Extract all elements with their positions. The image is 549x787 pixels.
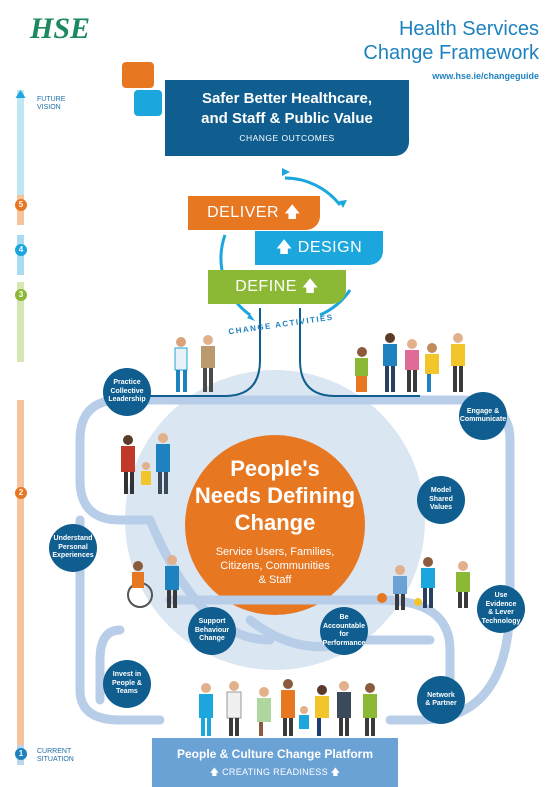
centre-subtitle: Service Users, Families, Citizens, Commu…: [195, 545, 355, 587]
design-banner[interactable]: 🡅 DESIGN: [255, 231, 383, 265]
timeline-future-label-line1: FUTURE: [37, 96, 66, 103]
brand-tile-orange: [122, 62, 154, 88]
centre-sub-line2: Citizens, Communities: [220, 560, 330, 572]
timeline-step-2: 2: [15, 487, 27, 499]
brand-tile-blue: [134, 90, 162, 116]
platform-subtitle-row: 🡅 CREATING READINESS 🡅: [152, 765, 398, 781]
node-text: People &: [112, 679, 142, 687]
timeline-step-4: 4: [15, 244, 27, 256]
node-text: Teams: [116, 688, 138, 696]
arrow-up-icon: 🡅: [330, 767, 341, 777]
timeline-future-bar: [17, 90, 24, 200]
timeline-future-label: FUTURE VISION: [37, 96, 65, 112]
node-text: Understand: [53, 535, 93, 543]
node-text: Personal: [58, 543, 88, 551]
people-group-top-left: [174, 335, 215, 392]
timeline-current-label: CURRENT SITUATION: [37, 748, 74, 764]
node-text: Shared: [429, 495, 453, 503]
design-label: DESIGN: [297, 239, 363, 256]
arrow-up-icon: 🡅: [209, 767, 220, 777]
connector-lines: [150, 308, 420, 397]
change-outcomes-box[interactable]: Safer Better Healthcare, and Staff & Pub…: [165, 80, 409, 156]
header-url-link[interactable]: www.hse.ie/changeguide: [432, 71, 539, 81]
people-group-active: [377, 557, 470, 610]
define-label: DEFINE: [235, 278, 297, 295]
header-title-line2: Change Framework: [363, 42, 539, 64]
timeline-people-bar: [17, 400, 24, 745]
arrow-head-icon: [339, 200, 347, 208]
timeline-current-label-line1: CURRENT: [37, 748, 72, 755]
people-group-bottom-staff: [199, 679, 377, 736]
people-group-top-right: [355, 333, 465, 392]
timeline-future-label-line2: VISION: [37, 104, 61, 111]
node-text: Experiences: [52, 552, 94, 560]
node-text: Behaviour: [194, 626, 230, 634]
node-network-partner[interactable]: Network& Partner: [417, 676, 465, 724]
node-text: Use: [494, 592, 508, 599]
people-culture-platform[interactable]: People & Culture Change Platform 🡅 CREAT…: [152, 738, 398, 787]
node-text: Model: [430, 487, 452, 495]
node-text: Be: [339, 614, 349, 621]
node-engage-communicate[interactable]: Engage &Communicate: [459, 392, 507, 440]
outcomes-title-line1: Safer Better Healthcare,: [201, 90, 373, 107]
node-text: Collective: [110, 387, 144, 395]
centre-title: People's Needs Defining Change: [185, 455, 365, 536]
timeline-define-bar: [17, 282, 24, 362]
node-text: Practice: [113, 379, 141, 387]
node-text: Change: [199, 635, 225, 643]
timeline-step-5: 5: [15, 199, 27, 211]
node-text: Values: [429, 504, 453, 512]
outcomes-title-line2: and Staff & Public Value: [201, 110, 373, 127]
timeline-arrow-icon: [15, 90, 26, 98]
deliver-label: DELIVER: [207, 204, 280, 221]
timeline-step-1: 1: [15, 748, 27, 760]
people-group-family: [121, 433, 170, 494]
node-text: for: [339, 631, 349, 638]
header-title-line1: Health Services: [398, 18, 539, 40]
people-group-wheelchair: [127, 555, 179, 608]
deliver-banner[interactable]: DELIVER 🡅: [188, 196, 320, 230]
centre-circle: [185, 435, 365, 615]
node-text: & Lever: [488, 609, 514, 616]
node-text: Performance: [322, 639, 366, 647]
node-text: Technology: [481, 617, 521, 625]
outcomes-subtitle: CHANGE OUTCOMES: [239, 133, 335, 143]
arrow-up-icon: 🡅: [275, 239, 293, 256]
arrow-up-icon: 🡅: [301, 278, 319, 295]
node-text: Leadership: [108, 396, 146, 404]
node-text: Invest in: [112, 671, 142, 679]
centre-sub-line1: Service Users, Families,: [215, 546, 335, 558]
define-banner[interactable]: DEFINE 🡅: [208, 270, 346, 304]
timeline-step-3: 3: [15, 289, 27, 301]
centre-title-line2: Needs Defining: [194, 483, 356, 508]
node-text: Evidence: [485, 600, 517, 608]
centre-title-line1: People's: [230, 456, 320, 481]
node-text: Communicate: [459, 416, 507, 423]
arrow-head-icon: [282, 168, 290, 176]
centre-sub-line3: & Staff: [258, 574, 292, 586]
centre-title-line3: Change: [234, 510, 316, 535]
node-text: Accountable: [322, 622, 365, 630]
node-text: Support: [198, 618, 226, 626]
platform-subtitle: CREATING READINESS: [222, 767, 328, 777]
node-text: Engage &: [466, 407, 500, 415]
timeline-current-label-line2: SITUATION: [37, 756, 74, 763]
arrow-head-icon: [247, 314, 255, 321]
hse-logo[interactable]: HSE: [30, 12, 91, 45]
node-text: & Partner: [425, 700, 457, 707]
arrow-up-icon: 🡅: [283, 204, 301, 221]
node-text: Network: [427, 691, 455, 699]
platform-title: People & Culture Change Platform: [176, 747, 374, 761]
